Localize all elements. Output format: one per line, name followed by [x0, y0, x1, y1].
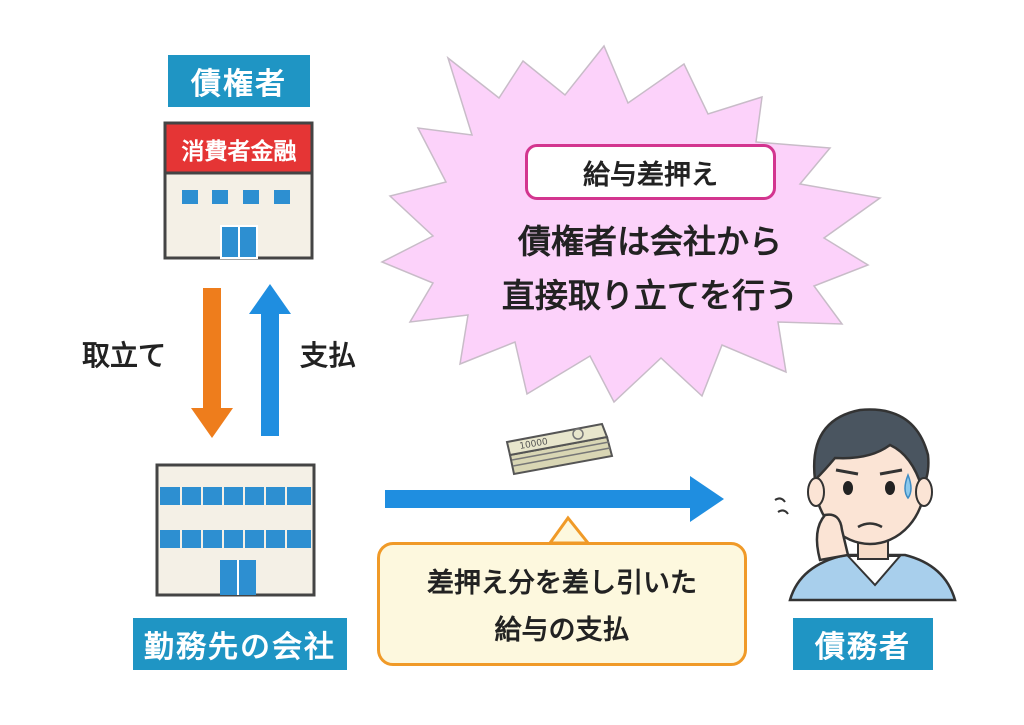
- collect-arrow-head: [191, 408, 233, 438]
- employer-building-icon: [155, 463, 316, 597]
- burst-text: 債権者は会社から 直接取り立てを行う: [470, 215, 830, 317]
- burst-line-2: 直接取り立てを行う: [501, 276, 799, 315]
- worried-man-icon: [774, 408, 957, 602]
- burst-line-1: 債権者は会社から: [518, 222, 782, 261]
- pay-arrow-shaft: [261, 312, 279, 436]
- note-line-2: 給与の支払: [494, 615, 630, 646]
- note-pointer: [547, 515, 592, 545]
- note-line-1: 差押え分を差し引いた: [427, 568, 697, 599]
- creditor-sign: 消費者金融: [181, 139, 297, 165]
- banknote-stack-icon: 10000: [505, 422, 614, 476]
- debtor-label: 債務者: [793, 618, 933, 670]
- creditor-label: 債権者: [168, 55, 310, 107]
- collect-label: 取立て: [82, 339, 167, 372]
- pay-label: 支払: [300, 339, 357, 372]
- salary-arrow-shaft: [385, 490, 691, 508]
- creditor-building-icon: [163, 121, 314, 260]
- note-box: 差押え分を差し引いた 給与の支払: [377, 542, 747, 666]
- pay-arrow-head: [249, 284, 291, 314]
- burst-title: 給与差押え: [525, 144, 776, 200]
- banknote-denomination: 10000: [519, 437, 549, 452]
- employer-label: 勤務先の会社: [133, 618, 347, 670]
- burst-shape: [380, 44, 882, 404]
- collect-arrow-shaft: [203, 288, 221, 410]
- salary-arrow-head: [690, 476, 724, 522]
